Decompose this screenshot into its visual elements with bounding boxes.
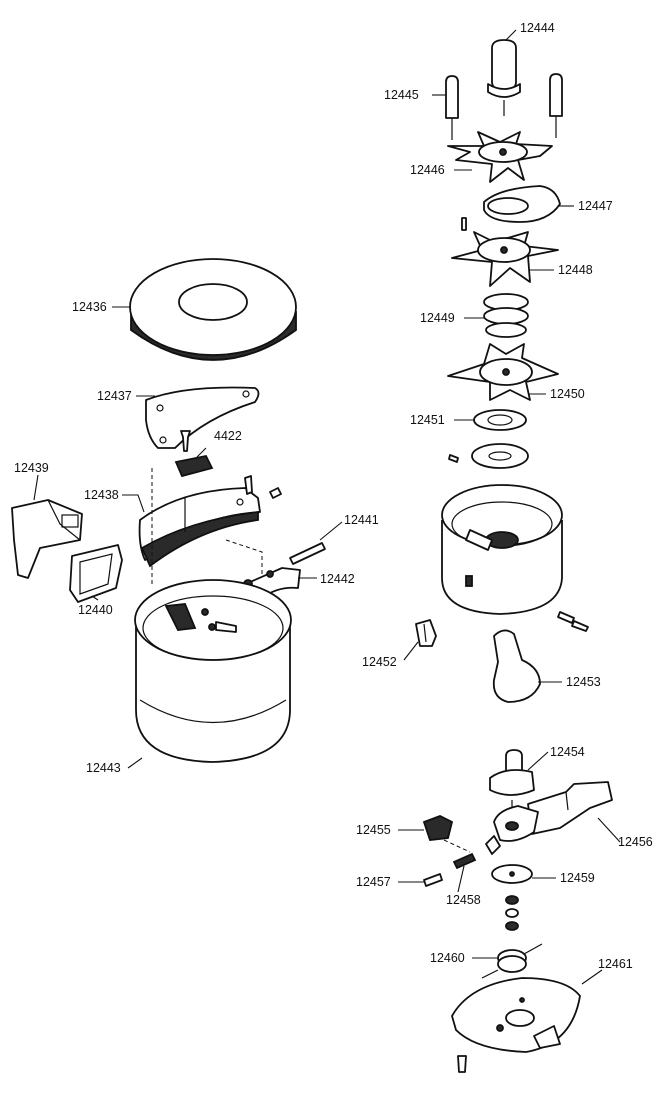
part-12460-spring (481, 943, 543, 979)
part-12448-star (451, 231, 559, 287)
label-12445: 12445 (384, 88, 419, 102)
part-12439-chute (11, 499, 83, 579)
part-pins-f (557, 611, 589, 632)
part-12459-disc (491, 864, 533, 884)
part-12456-lever (527, 781, 613, 835)
label-12460: 12460 (430, 951, 465, 965)
part-washer-e (471, 443, 529, 469)
part-12440-window (69, 544, 123, 603)
label-12451: 12451 (410, 413, 445, 427)
part-12449-springs (483, 293, 529, 338)
part-12437-bracket-plate (145, 386, 260, 449)
part-12436-lid (129, 258, 297, 361)
label-12448: 12448 (558, 263, 593, 277)
part-stack-g (505, 895, 519, 931)
part-screws-b (244, 475, 282, 499)
part-lever-arm (485, 805, 539, 855)
label-12439: 12439 (14, 461, 49, 475)
part-12441-pin (289, 542, 326, 565)
part-12453-lever (492, 629, 541, 703)
label-12455: 12455 (356, 823, 391, 837)
part-12452-clip (415, 619, 437, 647)
part-labels: 12436 12437 4422 12439 12438 12441 12442… (14, 21, 653, 971)
part-12445-pins (445, 73, 563, 140)
label-4422: 4422 (214, 429, 242, 443)
label-12444: 12444 (520, 21, 555, 35)
label-12458: 12458 (446, 893, 481, 907)
part-12451-washer (473, 409, 527, 431)
leader-lines (33, 29, 621, 985)
part-12454-knob (489, 749, 535, 808)
label-12452: 12452 (362, 655, 397, 669)
label-12440: 12440 (78, 603, 113, 617)
part-12438-guard (138, 487, 261, 568)
part-12461-base (451, 977, 581, 1053)
label-12461: 12461 (598, 957, 633, 971)
label-12438: 12438 (84, 488, 119, 502)
label-12441: 12441 (344, 513, 379, 527)
label-12456: 12456 (618, 835, 653, 849)
label-12457: 12457 (356, 875, 391, 889)
label-12446: 12446 (410, 163, 445, 177)
part-12446-star (447, 131, 553, 183)
part-12444-knob (487, 39, 521, 116)
label-12454: 12454 (550, 745, 585, 759)
label-12437: 12437 (97, 389, 132, 403)
label-12442: 12442 (320, 572, 355, 586)
label-12450: 12450 (550, 387, 585, 401)
label-12436: 12436 (72, 300, 107, 314)
label-12459: 12459 (560, 871, 595, 885)
part-4422-switch (174, 454, 214, 478)
label-12443: 12443 (86, 761, 121, 775)
part-screw-h (457, 1055, 467, 1073)
part-spring-c (461, 217, 467, 231)
label-12449: 12449 (420, 311, 455, 325)
part-housing (441, 484, 563, 615)
part-12457-pin (423, 873, 443, 887)
part-12458-spring (452, 852, 477, 870)
part-12447-cam (483, 185, 561, 223)
label-12447: 12447 (578, 199, 613, 213)
part-12450-star (447, 343, 559, 401)
part-12443-container (134, 579, 292, 763)
part-pin-d (448, 454, 459, 463)
part-12455-switch (422, 815, 454, 841)
label-12453: 12453 (566, 675, 601, 689)
part-screw-a (180, 430, 191, 452)
